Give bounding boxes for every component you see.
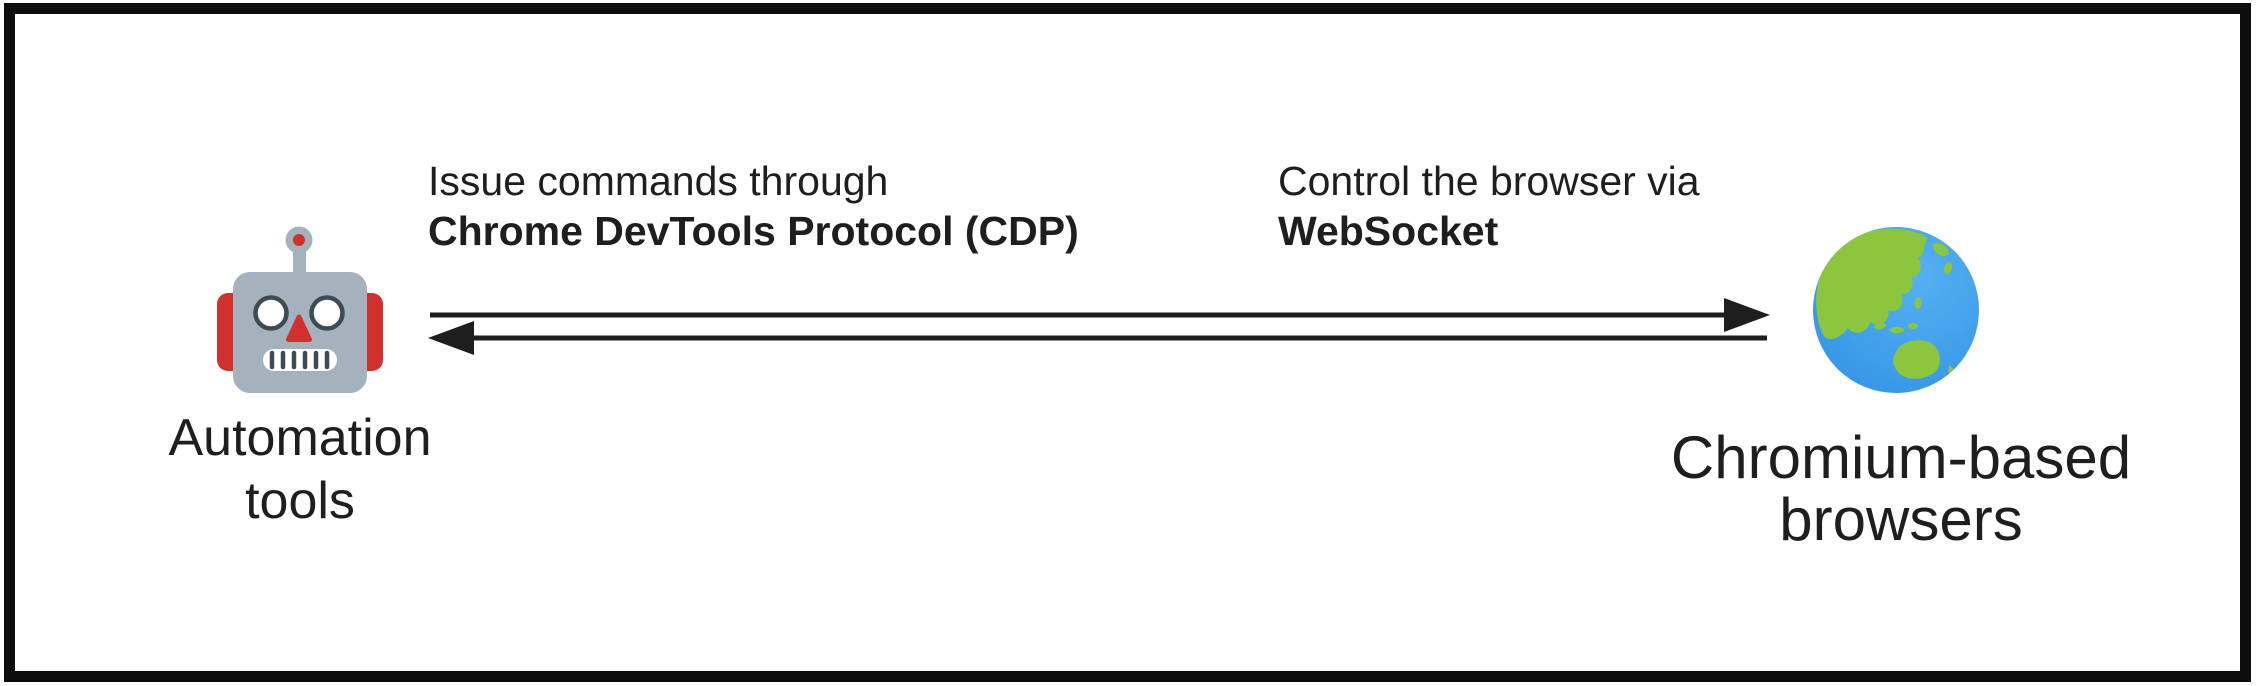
chromium-browsers-label-line1: Chromium-based — [1670, 424, 2132, 491]
automation-tools-label: Automation tools — [168, 407, 431, 533]
arrow-to-browser-icon — [430, 298, 1770, 332]
cdp-arrow-label: Issue commands through Chrome DevTools P… — [428, 156, 1079, 256]
cdp-arrow-label-line1: Issue commands through — [428, 158, 889, 204]
automation-tools-label-line2: tools — [245, 472, 355, 530]
chromium-browsers-label: Chromium-based browsers — [1671, 427, 2131, 551]
arrow-to-tools-icon — [428, 321, 1767, 355]
websocket-arrow-label-line1: Control the browser via — [1278, 158, 1700, 204]
robot-icon — [217, 226, 383, 393]
diagram-border — [4, 3, 2251, 682]
automation-tools-label-line1: Automation — [168, 409, 432, 467]
websocket-arrow-label-line2: WebSocket — [1278, 208, 1499, 254]
websocket-arrow-label: Control the browser via WebSocket — [1278, 156, 1700, 256]
chromium-browsers-label-line2: browsers — [1779, 486, 2023, 553]
globe-icon — [1813, 227, 1979, 393]
cdp-arrow-label-line2: Chrome DevTools Protocol (CDP) — [428, 208, 1079, 254]
